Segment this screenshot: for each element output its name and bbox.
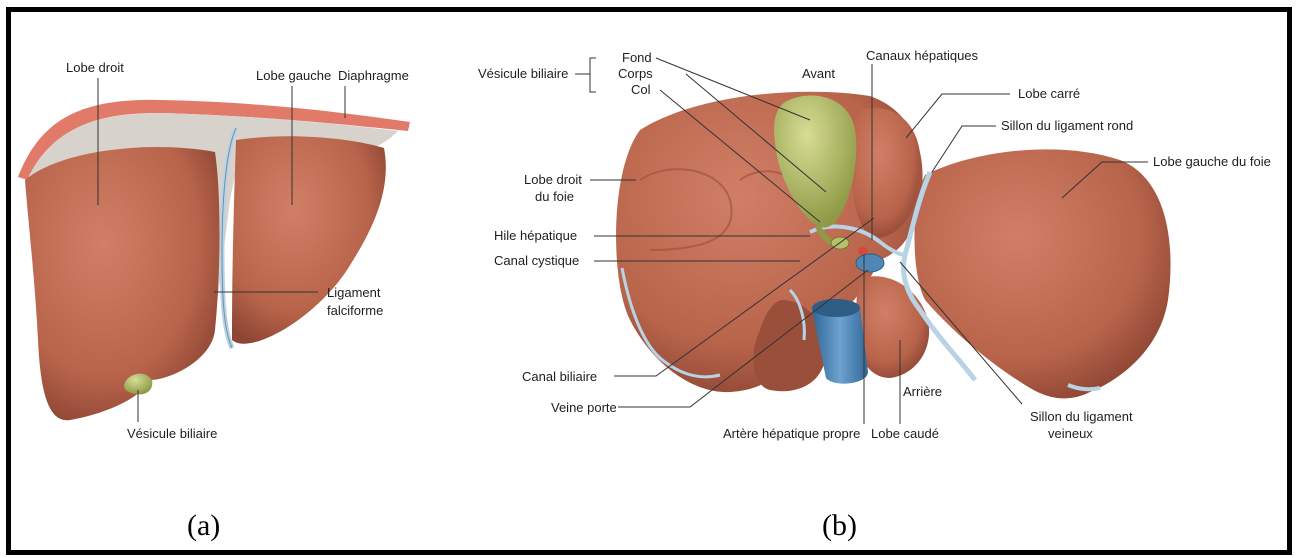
label-fond: Fond	[622, 50, 652, 65]
label-lobe-droit-b-line1: Lobe droit	[524, 172, 582, 187]
label-lobe-droit-b-line2: du foie	[535, 189, 574, 204]
label-canal-biliaire: Canal biliaire	[522, 369, 597, 384]
figure-b-posterior-view: Vésicule biliaire Fond Corps Col Avant C…	[478, 48, 1271, 542]
label-lobe-droit: Lobe droit	[66, 60, 124, 75]
label-lobe-caude: Lobe caudé	[871, 426, 939, 441]
label-avant: Avant	[802, 66, 835, 81]
caption-a: (a)	[187, 509, 220, 542]
caudate-lobe-shape	[856, 276, 929, 378]
label-lobe-carre: Lobe carré	[1018, 86, 1080, 101]
portal-vein-ring	[856, 254, 884, 272]
leader-vesicule-bracket	[575, 58, 596, 92]
left-lobe-shape-b	[914, 149, 1170, 398]
label-sillon-veineux-line2: veineux	[1048, 426, 1093, 441]
label-col: Col	[631, 82, 651, 97]
label-artere: Artère hépatique propre	[723, 426, 860, 441]
label-diaphragme: Diaphragme	[338, 68, 409, 83]
label-lobe-gauche: Lobe gauche	[256, 68, 331, 83]
figure-a-anterior-view: Lobe droit Lobe gauche Diaphragme Ligame…	[18, 60, 410, 542]
label-ligament-line2: falciforme	[327, 303, 383, 318]
label-hile: Hile hépatique	[494, 228, 577, 243]
label-sillon-veineux-line1: Sillon du ligament	[1030, 409, 1133, 424]
right-lobe-shape	[25, 147, 220, 420]
label-canal-cystique: Canal cystique	[494, 253, 579, 268]
label-ligament-line1: Ligament	[327, 285, 381, 300]
label-vesicule-a: Vésicule biliaire	[127, 426, 217, 441]
label-corps: Corps	[618, 66, 653, 81]
label-arriere: Arrière	[903, 384, 942, 399]
label-sillon-rond: Sillon du ligament rond	[1001, 118, 1133, 133]
label-vesicule-biliaire-b: Vésicule biliaire	[478, 66, 568, 81]
label-canaux-hepatiques: Canaux hépatiques	[866, 48, 979, 63]
caption-b: (b)	[822, 509, 857, 542]
label-veine-porte: Veine porte	[551, 400, 617, 415]
label-lobe-gauche-foie: Lobe gauche du foie	[1153, 154, 1271, 169]
